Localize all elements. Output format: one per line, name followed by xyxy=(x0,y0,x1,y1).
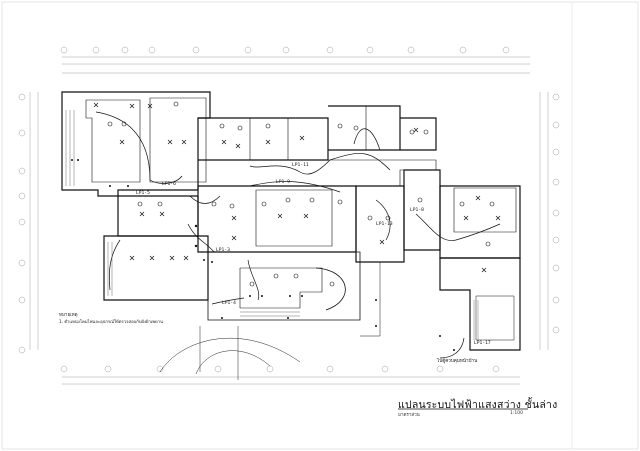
panel-label-lp1-8: LP1-8 xyxy=(410,208,424,213)
panel-label-lp1-5: LP1-5 xyxy=(136,191,150,196)
panel-label-lp1-17: LP1-17 xyxy=(474,341,491,346)
scale-value: 1:100 xyxy=(510,411,523,416)
panel-label-lp1-4: LP1-4 xyxy=(222,301,236,306)
drawing-title: แปลนระบบไฟฟ้าแสงสว่าง ชั้นล่าง xyxy=(398,399,558,411)
panel-label-lp1-13: LP1-13 xyxy=(376,222,393,227)
panel-label-lp1-11: LP1-11 xyxy=(292,163,309,168)
building-walls xyxy=(61,91,521,351)
scale-label: มาตราส่วน xyxy=(398,413,420,418)
grid-top xyxy=(60,46,530,74)
entrance-arcs xyxy=(159,326,301,380)
notes-item: 1. ตำแหน่งโคมไฟและอุปกรณ์ให้ตรวจสอบกับผั… xyxy=(59,319,163,324)
panel-label-lp1-3: LP1-3 xyxy=(216,248,230,253)
fluorescent-fixtures xyxy=(93,102,501,273)
notes-heading: หมายเหตุ xyxy=(59,313,78,318)
grid-bottom xyxy=(60,365,520,385)
panel-label-lp1-6: LP1-6 xyxy=(162,182,176,187)
hatched-strips xyxy=(65,110,479,340)
ceiling-lights xyxy=(107,101,495,287)
grid-left xyxy=(18,92,39,354)
panel-callout: ไปตู้ควบคุมหน้าบ้าน xyxy=(437,359,478,364)
panel-label-lp1-9: LP1-9 xyxy=(276,180,290,185)
circuit-wiring xyxy=(95,111,501,359)
grid-right xyxy=(539,92,560,350)
wall-outlets xyxy=(71,159,455,351)
